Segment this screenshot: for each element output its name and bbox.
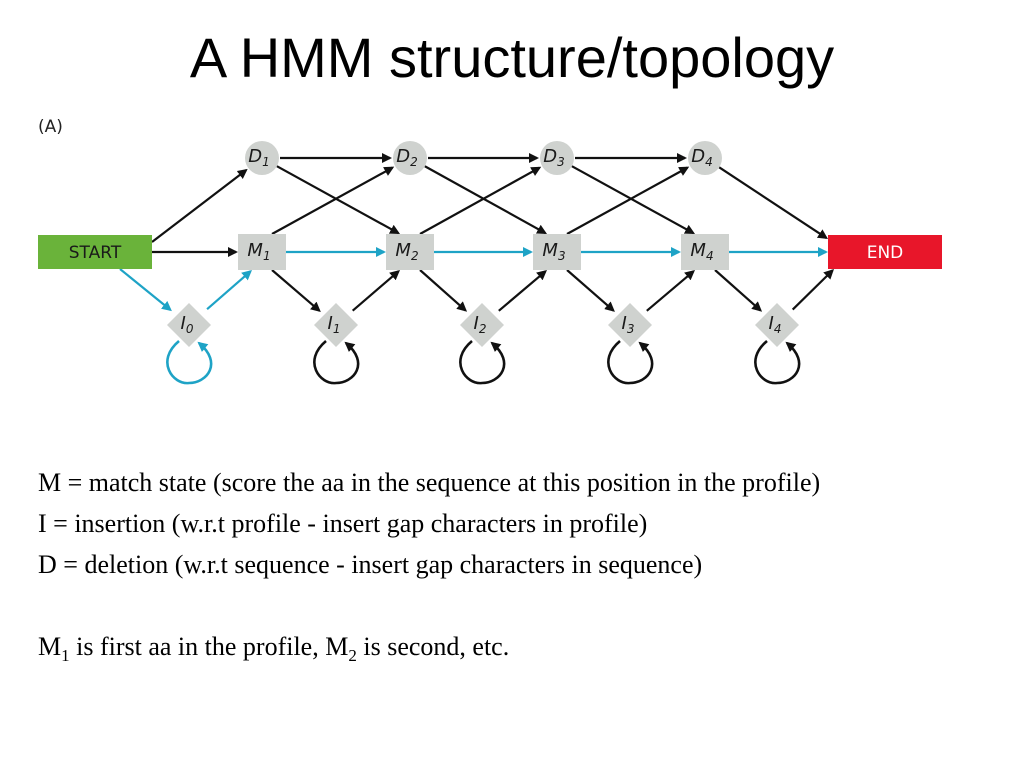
edge-i2-m3 <box>498 270 547 312</box>
edge-d1-m2 <box>276 165 401 234</box>
delete-state-label: D1 <box>248 146 270 169</box>
edge-m3-i3 <box>566 269 615 312</box>
insert-state-i3: I3 <box>608 303 652 347</box>
edge-d2-m3 <box>424 165 548 235</box>
delete-state-d3: D3 <box>540 141 574 175</box>
edge-i3-m4 <box>646 270 695 312</box>
insert-state-label: I0 <box>181 313 194 336</box>
insert-state-label: I1 <box>328 313 341 336</box>
edge-m2-d3 <box>419 166 542 235</box>
match-state-label: M1 <box>247 240 270 263</box>
edge-start-i0 <box>119 268 172 312</box>
match-index-note: M1 is first aa in the profile, M2 is sec… <box>38 632 510 666</box>
edge-m3-d4 <box>566 166 690 235</box>
insert-state-i2: I2 <box>460 303 504 347</box>
delete-state-label: D2 <box>396 146 418 169</box>
match-state-label: M4 <box>690 240 713 263</box>
insert-state-i0: I0 <box>167 303 211 347</box>
self-loop-i0 <box>166 340 213 385</box>
match-state-label: M2 <box>395 240 418 263</box>
self-loop-i3 <box>607 340 654 385</box>
edge-i1-m2 <box>351 269 400 312</box>
deletion-definition: D = deletion (w.r.t sequence - insert ga… <box>38 550 703 579</box>
insertion-definition: I = insertion (w.r.t profile - insert ga… <box>38 509 648 538</box>
delete-state-d1: D1 <box>245 141 279 175</box>
match-state-m3: M3 <box>533 234 581 270</box>
description: M = match state (score the aa in the seq… <box>38 462 988 676</box>
edge-d4-end <box>718 166 828 239</box>
edge-i0-m1 <box>206 269 252 311</box>
edge-i4-end <box>791 268 834 311</box>
edge-start-d1 <box>151 168 248 243</box>
self-loop-i1 <box>313 340 360 385</box>
insert-state-label: I4 <box>769 313 782 336</box>
spacer <box>38 585 988 626</box>
self-loop-i4 <box>754 340 801 385</box>
self-loop-i2 <box>459 340 506 385</box>
panel-label: (A) <box>38 117 63 137</box>
insert-state-i4: I4 <box>755 303 799 347</box>
edge-m1-i1 <box>271 269 321 312</box>
edge-m1-d2 <box>271 166 395 235</box>
insert-state-label: I2 <box>474 313 487 336</box>
match-state-definition: M = match state (score the aa in the seq… <box>38 468 821 497</box>
end-state: END <box>828 235 942 269</box>
insert-state-label: I3 <box>622 313 635 336</box>
end-label: END <box>867 243 904 263</box>
match-state-label: M3 <box>542 240 565 263</box>
delete-state-d2: D2 <box>393 141 427 175</box>
delete-state-d4: D4 <box>688 141 722 175</box>
delete-state-label: D3 <box>543 146 565 169</box>
match-state-m4: M4 <box>681 234 729 270</box>
start-label: START <box>69 243 122 263</box>
edge-m4-i4 <box>714 269 763 312</box>
slide-title: A HMM structure/topology <box>189 26 835 89</box>
match-state-m2: M2 <box>386 234 434 270</box>
insert-state-i1: I1 <box>314 303 358 347</box>
delete-state-label: D4 <box>691 146 713 169</box>
match-state-m1: M1 <box>238 234 286 270</box>
start-state: START <box>38 235 152 269</box>
edge-d3-m4 <box>571 165 696 234</box>
edge-m2-i2 <box>419 269 468 312</box>
